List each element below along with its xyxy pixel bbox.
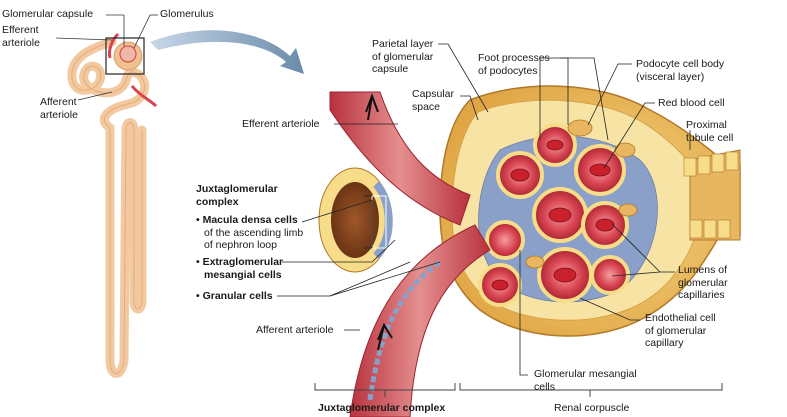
podocytes: [525, 119, 638, 269]
bracket-label-renal-corpuscle: Renal corpuscle: [554, 402, 630, 414]
label-glomerulus: Glomerulus: [160, 8, 214, 20]
inset-nephron: [55, 14, 158, 378]
bracket-label-juxtaglomerular-complex: Juxtaglomerular complex: [318, 402, 446, 414]
inset-zoom-box: [105, 37, 145, 75]
inset-glomerulus: [119, 45, 137, 63]
macula-densa-cells: [372, 181, 393, 259]
capillary-loop: [485, 220, 525, 260]
efferent-arteriole-vessel: [329, 91, 471, 226]
inset-afferent-vessel: [130, 85, 158, 108]
renal-corpuscle: [439, 85, 741, 337]
label-macula-densa: • Macula densa cells of the ascending li…: [196, 214, 304, 251]
glomerular-capillaries: [478, 123, 630, 307]
label-granular-cells: • Granular cells: [196, 290, 273, 302]
afferent-arteriole-vessel: [349, 224, 491, 417]
label-efferent-arteriole: Efferent arteriole: [242, 118, 320, 130]
label-podocyte-cell-body: Podocyte cell body(visceral layer): [636, 58, 725, 83]
proximal-tubule-cells: [683, 151, 739, 239]
label-afferent-arteriole: Afferent arteriole: [256, 324, 334, 336]
inset-efferent-vessel: [108, 32, 120, 59]
label-extraglomerular: • Extraglomerular mesangial cells: [196, 256, 284, 281]
label-red-blood-cell: Red blood cell: [658, 97, 725, 109]
label-glomerular-capsule: Glomerular capsule: [2, 8, 94, 20]
macula-densa-tubule: [318, 167, 393, 273]
zoom-arrow: [150, 30, 304, 74]
granular-cells-band: [367, 259, 442, 401]
arterioles: [329, 91, 491, 417]
bottom-brackets: [314, 383, 723, 397]
leader-lines: [277, 43, 691, 376]
